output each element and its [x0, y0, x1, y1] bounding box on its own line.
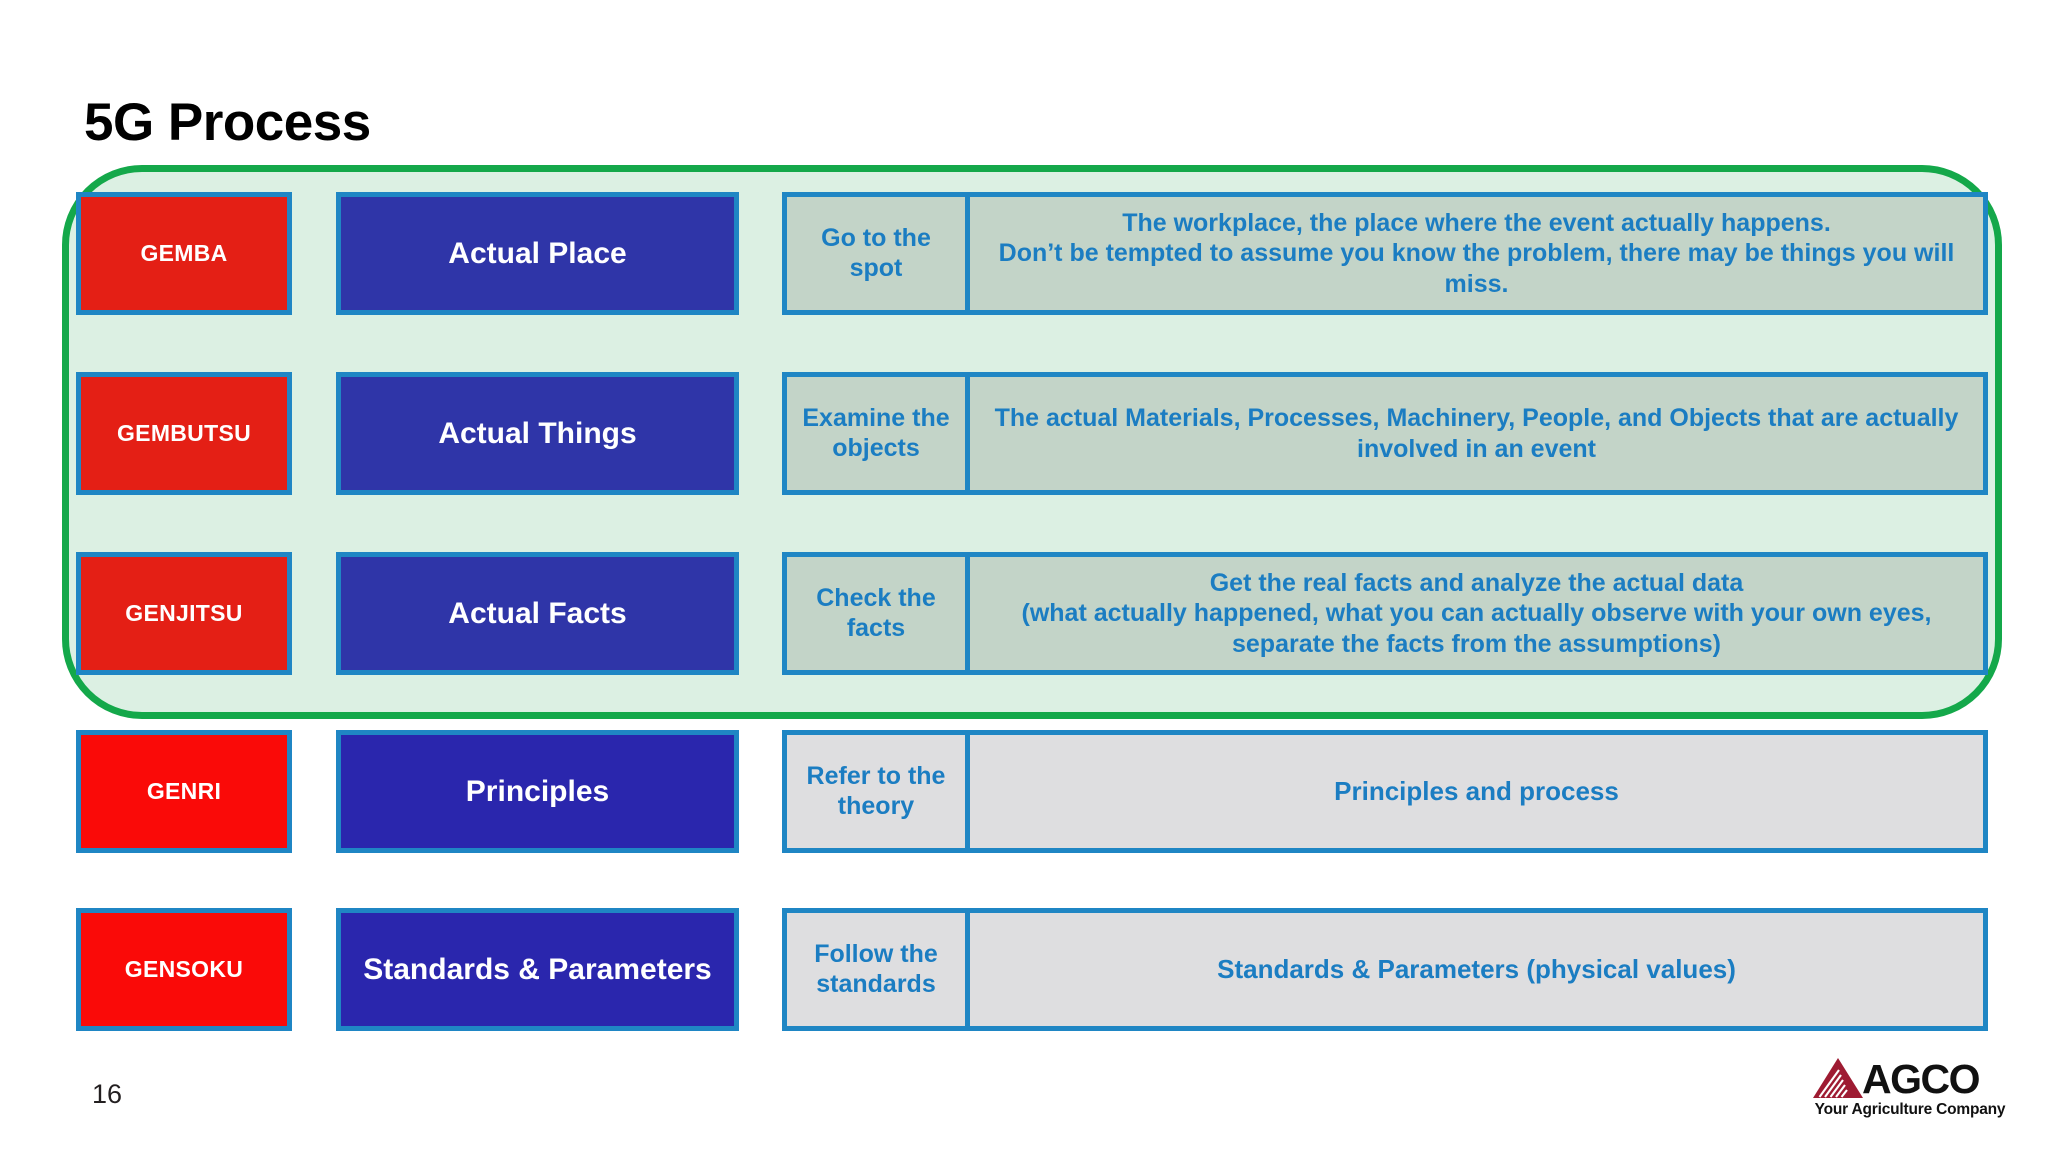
- meaning-box-gemba[interactable]: Actual Place: [336, 192, 739, 315]
- description-group-genri: Refer to the theory Principles and proce…: [782, 730, 1988, 853]
- process-row-genjitsu: GENJITSU Actual Facts Check the facts Ge…: [76, 552, 1988, 675]
- meaning-box-gensoku[interactable]: Standards & Parameters: [336, 908, 739, 1031]
- row-spacer: [292, 908, 336, 1031]
- term-box-gembutsu[interactable]: GEMBUTSU: [76, 372, 292, 495]
- meaning-box-gembutsu[interactable]: Actual Things: [336, 372, 739, 495]
- description-group-genjitsu: Check the facts Get the real facts and a…: [782, 552, 1988, 675]
- term-box-gensoku[interactable]: GENSOKU: [76, 908, 292, 1031]
- meaning-box-genri[interactable]: Principles: [336, 730, 739, 853]
- agco-logo: AGCO Your Agriculture Company: [1812, 1055, 2008, 1127]
- row-spacer: [739, 730, 782, 853]
- detail-cell-genri: Principles and process: [1334, 775, 1619, 806]
- process-row-gensoku: GENSOKU Standards & Parameters Follow th…: [76, 908, 1988, 1031]
- description-group-gembutsu: Examine the objects The actual Materials…: [782, 372, 1988, 495]
- process-row-gembutsu: GEMBUTSU Actual Things Examine the objec…: [76, 372, 1988, 495]
- row-spacer: [739, 192, 782, 315]
- term-box-genjitsu[interactable]: GENJITSU: [76, 552, 292, 675]
- action-cell-genjitsu: Check the facts: [787, 557, 970, 670]
- row-spacer: [292, 552, 336, 675]
- action-cell-gembutsu: Examine the objects: [787, 377, 970, 490]
- detail-cell-gemba: The workplace, the place where the event…: [998, 208, 1955, 298]
- agco-wordmark: AGCO: [1862, 1056, 1981, 1103]
- row-spacer: [739, 908, 782, 1031]
- description-group-gemba: Go to the spot The workplace, the place …: [782, 192, 1988, 315]
- term-box-gemba[interactable]: GEMBA: [76, 192, 292, 315]
- detail-cell-gembutsu: The actual Materials, Processes, Machine…: [994, 404, 1959, 463]
- page-title: 5G Process: [84, 93, 371, 152]
- process-row-gemba: GEMBA Actual Place Go to the spot The wo…: [76, 192, 1988, 315]
- row-spacer: [739, 372, 782, 495]
- action-cell-gensoku: Follow the standards: [787, 913, 970, 1026]
- term-box-genri[interactable]: GENRI: [76, 730, 292, 853]
- detail-cell-gensoku: Standards & Parameters (physical values): [1217, 953, 1736, 984]
- description-group-gensoku: Follow the standards Standards & Paramet…: [782, 908, 1988, 1031]
- logo-row: AGCO: [1812, 1055, 2008, 1103]
- row-spacer: [292, 372, 336, 495]
- row-spacer: [292, 730, 336, 853]
- process-row-genri: GENRI Principles Refer to the theory Pri…: [76, 730, 1988, 853]
- meaning-box-genjitsu[interactable]: Actual Facts: [336, 552, 739, 675]
- action-cell-genri: Refer to the theory: [787, 735, 970, 848]
- page-number: 16: [92, 1079, 123, 1109]
- detail-cell-genjitsu: Get the real facts and analyze the actua…: [1021, 568, 1932, 658]
- action-cell-gemba: Go to the spot: [787, 197, 970, 310]
- agco-tagline: Your Agriculture Company: [1814, 1101, 2006, 1118]
- row-spacer: [739, 552, 782, 675]
- row-spacer: [292, 192, 336, 315]
- agco-triangle-icon: [1813, 1058, 1863, 1098]
